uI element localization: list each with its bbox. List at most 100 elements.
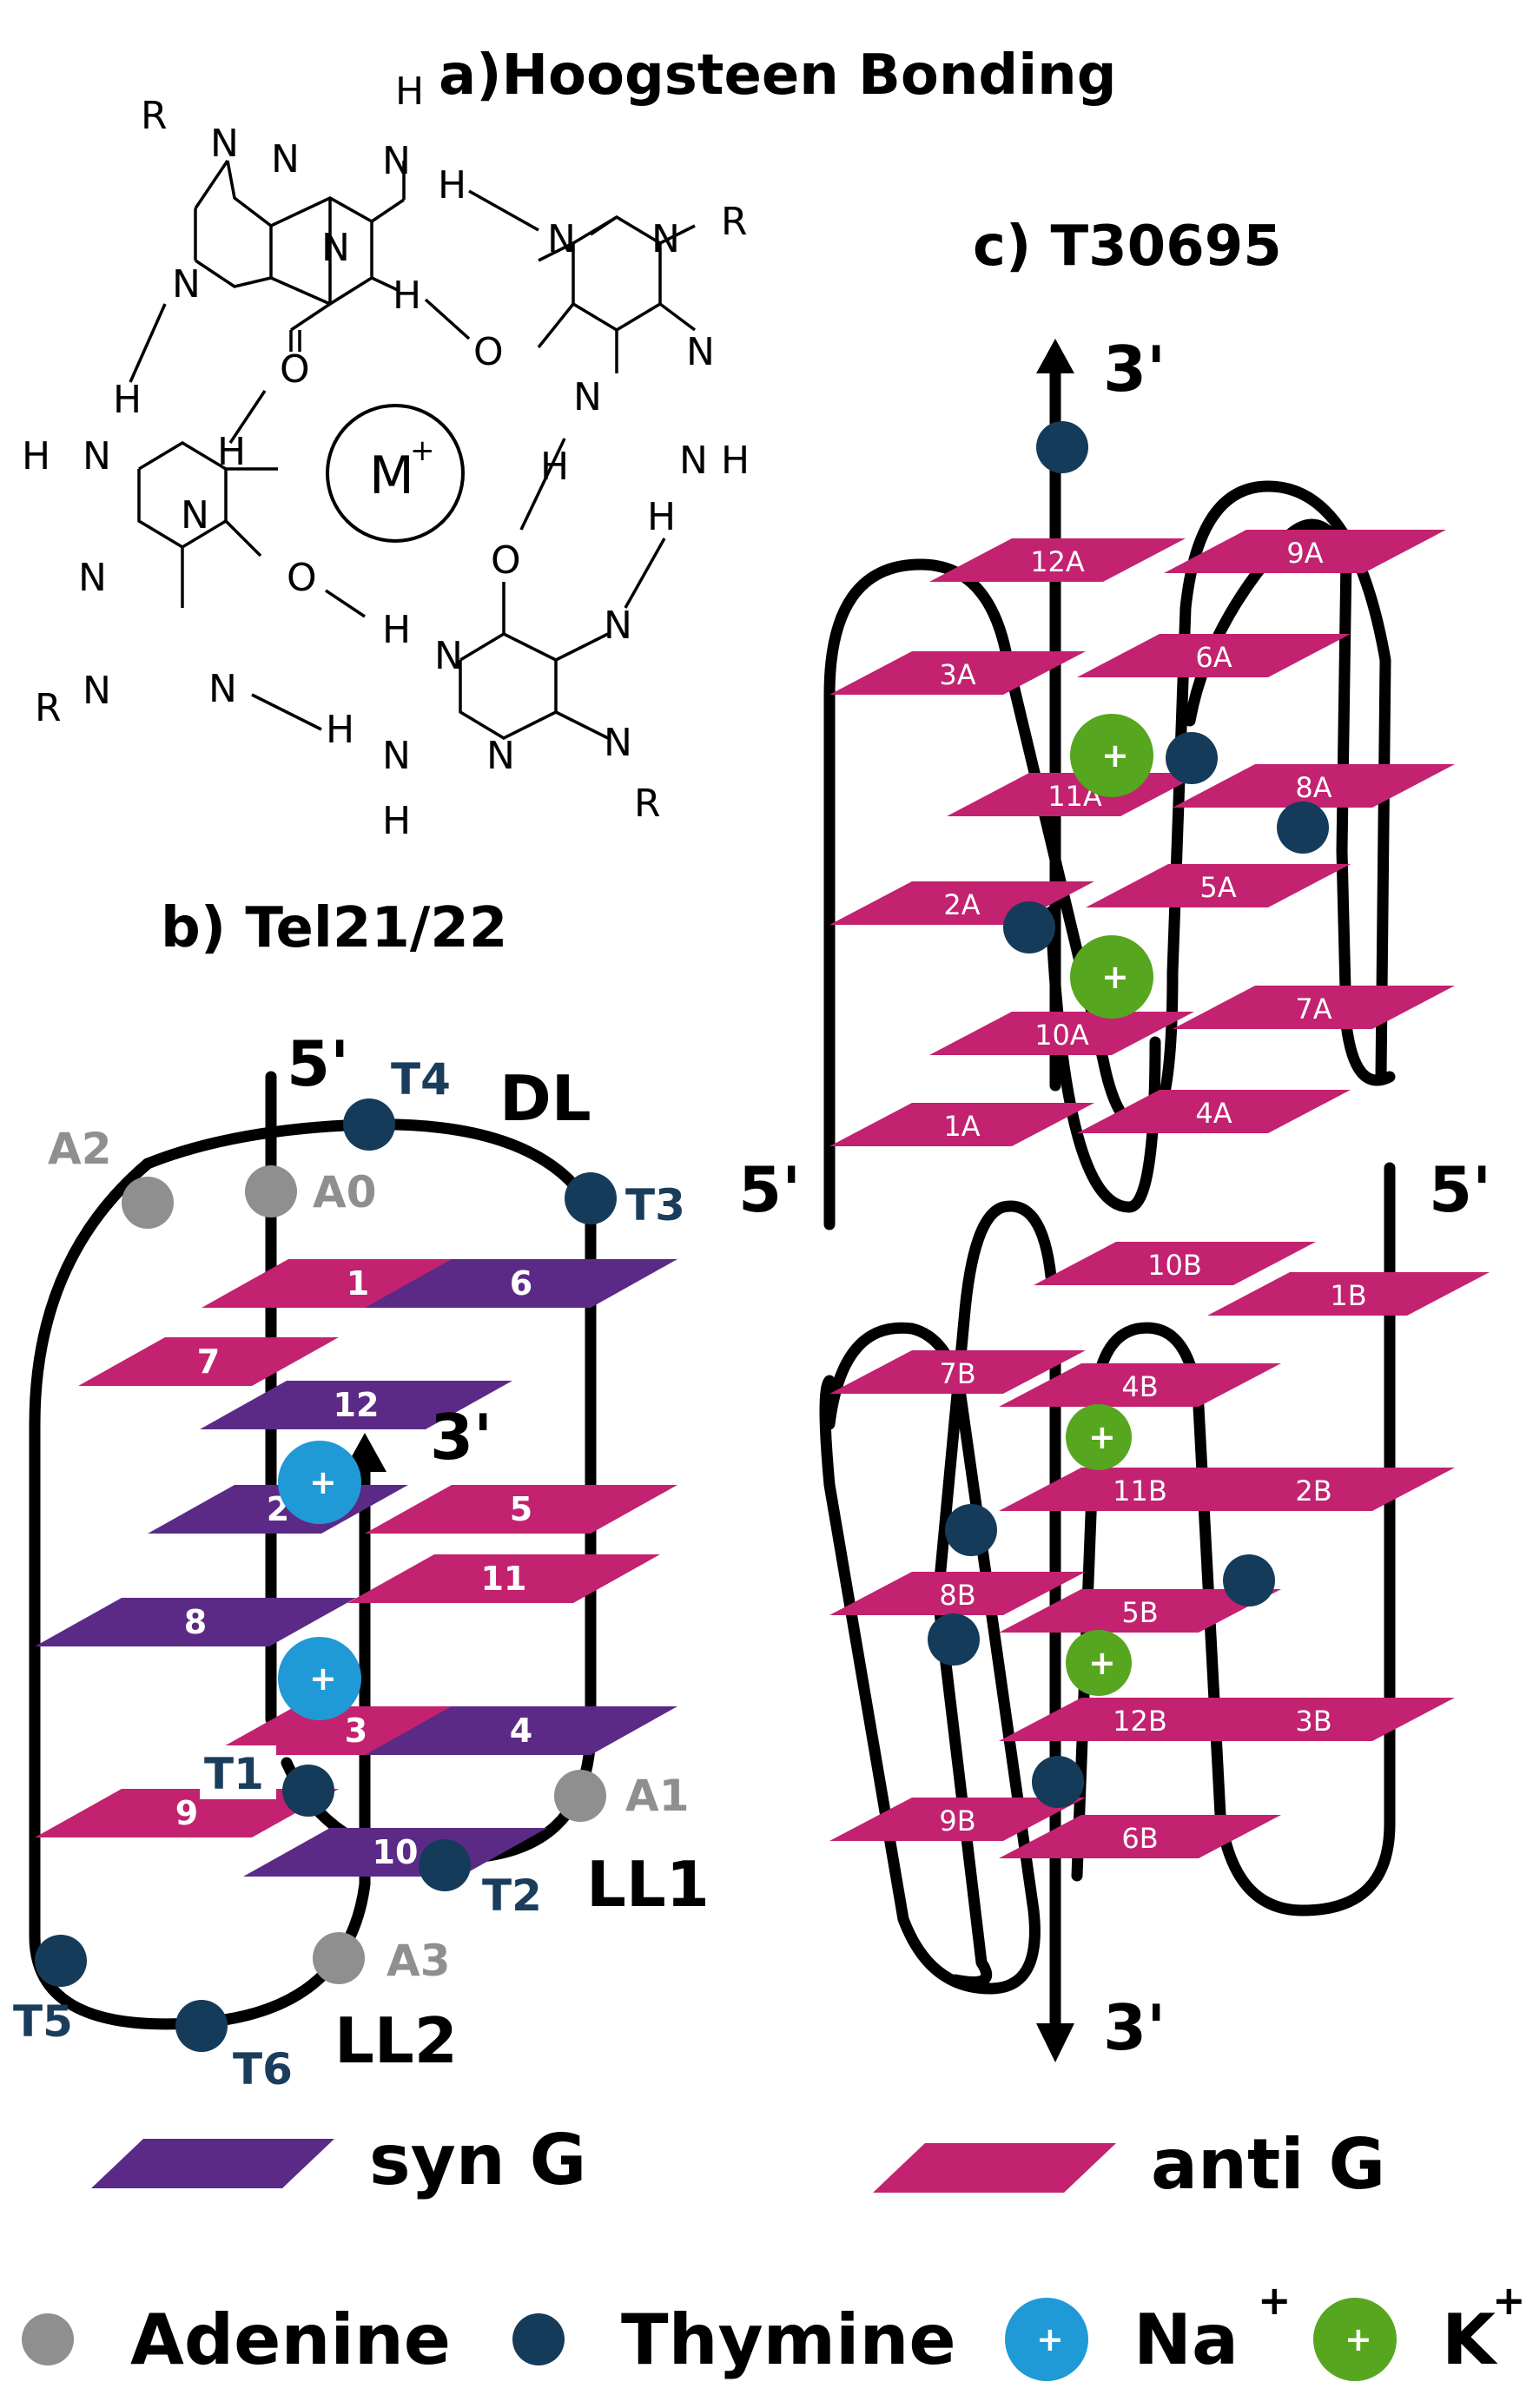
svg-text:H: H <box>393 274 421 318</box>
quartet-b-7-label: 7 <box>197 1343 220 1381</box>
na-ion-plus: + <box>309 1659 337 1698</box>
k-ion-plus: + <box>1101 958 1129 996</box>
quartet-c-b-3: 3B <box>1173 1698 1455 1741</box>
guanine-3: H N H H N N O N R N <box>22 378 317 730</box>
legend-syn-label: syn G <box>369 2120 586 2200</box>
quartet-c-b-8: 8B <box>829 1572 1086 1615</box>
quartet-c-a-4-shape <box>1077 1090 1351 1133</box>
legend-anti-label: anti G <box>1151 2124 1385 2205</box>
svg-text:N: N <box>604 604 632 648</box>
thymine-dot-t2 <box>419 1839 471 1891</box>
legend-k-label: K <box>1442 2299 1498 2380</box>
quartet-c-b-11-label: 11B <box>1113 1474 1167 1507</box>
quartet-c-b-2: 2B <box>1173 1468 1455 1511</box>
svg-text:H: H <box>22 434 50 478</box>
svg-text:N: N <box>382 734 411 778</box>
quartet-c-a-1-label: 1A <box>943 1110 980 1143</box>
legend-k-dot <box>1313 2298 1397 2381</box>
guanine-2: N N R O N N N H H <box>473 200 750 489</box>
loop-dl <box>142 1118 597 1864</box>
legend-syn-swatch <box>91 2139 334 2188</box>
thymine-dot <box>1003 901 1055 953</box>
hoogsteen-structure: R N N H N H H N O N N N R O N N N H <box>22 69 750 843</box>
loop-label-dl: DL <box>499 1062 591 1135</box>
thymine-dot <box>928 1613 980 1666</box>
quartet-c-b-10: 10B <box>1034 1242 1316 1285</box>
na-ion <box>278 1441 361 1524</box>
legend-thymine-label: Thymine <box>621 2299 956 2380</box>
legend-na-dot <box>1005 2298 1088 2381</box>
quartet-c-a-8-shape <box>1173 764 1455 808</box>
thymine-dot <box>1036 421 1088 473</box>
quartet-b-8-shape <box>35 1598 356 1646</box>
metal-ion-label: M <box>369 445 414 506</box>
thymine-dot <box>1032 1756 1084 1808</box>
quartet-c-a-9: 9A <box>1164 530 1446 573</box>
quartet-b-11: 11 <box>347 1554 660 1603</box>
thymine-dot-t6 <box>175 2000 228 2052</box>
quartet-b-9-shape <box>35 1789 339 1837</box>
legend-k-charge: + <box>1492 2277 1526 2324</box>
quartet-b-10-label: 10 <box>373 1833 419 1871</box>
label-t3: T3 <box>625 1180 685 1230</box>
quartet-b-5: 5 <box>365 1485 677 1534</box>
thymine-dot <box>1223 1554 1275 1606</box>
svg-text:H: H <box>395 69 424 114</box>
quartet-b-12: 12 <box>200 1381 512 1429</box>
label-t5: T5 <box>13 1996 73 2047</box>
three-prime-label-bottom: 3' <box>1103 1991 1166 2064</box>
quartet-b-4-shape <box>365 1706 677 1755</box>
quartet-b-8: 8 <box>35 1598 356 1646</box>
quartet-b-10: 10 <box>243 1828 547 1877</box>
na-ion-plus: + <box>309 1463 337 1501</box>
quartet-b-6: 6 <box>365 1259 677 1308</box>
k-ion-plus: + <box>1088 1644 1116 1682</box>
five-prime-label: 5' <box>287 1027 349 1100</box>
svg-text:N: N <box>604 721 632 765</box>
label-a1: A1 <box>625 1771 690 1821</box>
quartet-b-10-shape <box>243 1828 547 1877</box>
quartet-b-7-shape <box>78 1337 339 1386</box>
legend-adenine-label: Adenine <box>130 2299 451 2380</box>
quartet-c-a-10-label: 10A <box>1034 1019 1089 1052</box>
svg-text:O: O <box>287 556 317 600</box>
quartet-c-b-9: 9B <box>829 1798 1086 1841</box>
quartet-c-a-8-label: 8A <box>1295 771 1331 804</box>
svg-text:H: H <box>438 163 466 208</box>
legend: syn G anti G Adenine Thymine + Na + + K … <box>22 2120 1526 2381</box>
k-ion <box>1070 714 1153 797</box>
quartet-c-b-1-shape <box>1207 1272 1490 1316</box>
thymine-dot <box>1166 732 1218 784</box>
quartet-c-b-5-shape <box>999 1589 1281 1633</box>
quartet-b-6-label: 6 <box>510 1264 532 1303</box>
quartet-c-a-3-label: 3A <box>939 658 975 691</box>
svg-text:R: R <box>634 782 661 826</box>
quartet-c-b-8-shape <box>829 1572 1086 1615</box>
svg-text:N: N <box>573 375 602 419</box>
svg-text:N: N <box>382 139 411 183</box>
label-a0: A0 <box>313 1167 377 1217</box>
svg-text:N: N <box>208 667 237 711</box>
svg-text:O: O <box>280 347 310 392</box>
quartet-b-6-shape <box>365 1259 677 1308</box>
quartet-c-a-8: 8A <box>1173 764 1455 808</box>
legend-anti-swatch <box>873 2143 1116 2193</box>
svg-text:O: O <box>491 538 521 583</box>
adenine-dot-a1 <box>554 1770 606 1822</box>
arrow-3prime-top <box>1036 339 1074 373</box>
panel-c-title: c) T30695 <box>973 214 1282 279</box>
svg-text:H: H <box>382 799 411 843</box>
quartet-b-12-label: 12 <box>334 1386 380 1424</box>
quartet-c-a-6: 6A <box>1077 634 1351 677</box>
thymine-dot <box>945 1504 997 1556</box>
k-ion <box>1066 1630 1132 1696</box>
quartet-c-a-12-label: 12A <box>1030 545 1085 578</box>
thymine-dot-t3 <box>565 1172 617 1224</box>
quartet-c-b-4-shape <box>999 1363 1281 1407</box>
quartet-b-12-shape <box>200 1381 512 1429</box>
quartet-b-9: 9 <box>35 1789 339 1837</box>
arrow-3prime-bottom <box>1036 2023 1074 2062</box>
